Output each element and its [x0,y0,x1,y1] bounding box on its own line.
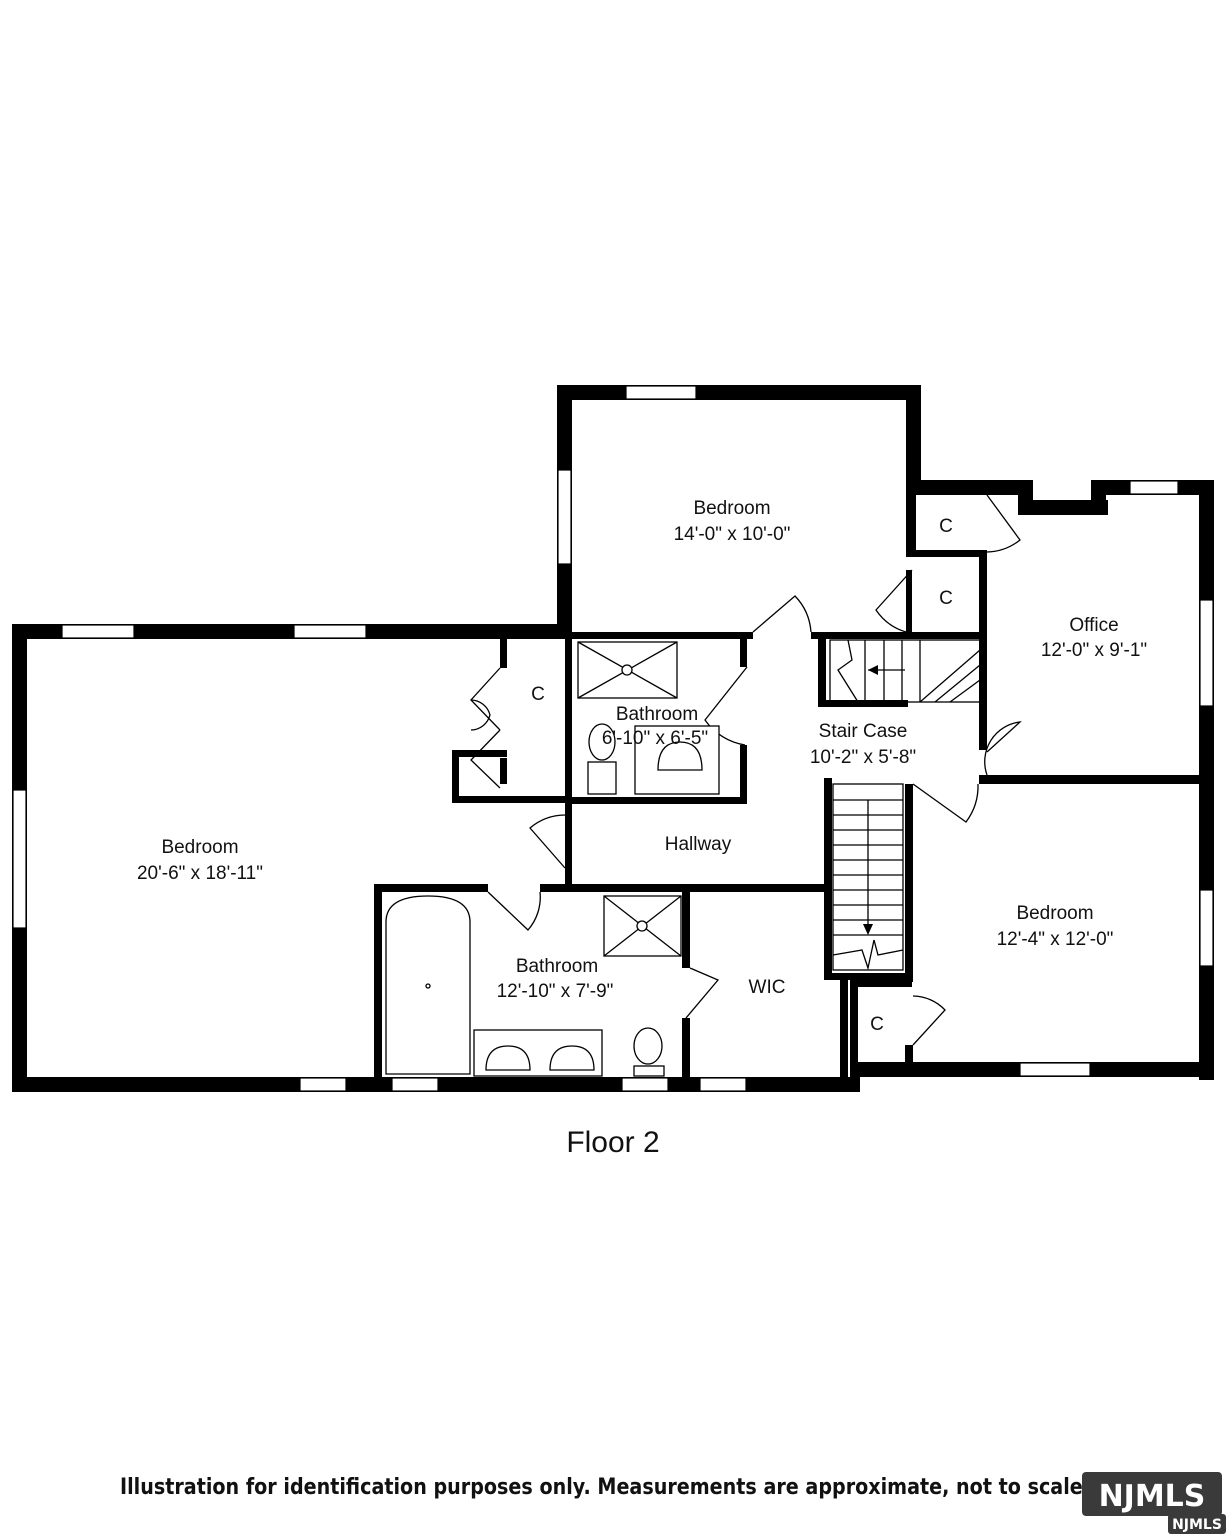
room-dimensions: 14'-0" x 10'-0" [674,524,791,545]
room-stair-case: Stair Case 10'-2" x 5'-8" [810,721,916,768]
doors [470,494,1022,1046]
room-name: Bedroom [161,837,238,858]
room-wic: WIC [749,977,786,998]
room-name: Bedroom [1016,903,1093,924]
room-bathroom-large: Bathroom 12'-10" x 7'-9" [497,956,614,1002]
room-name: Stair Case [819,721,908,742]
logo-text: NJMLS [1099,1479,1206,1514]
room-dimensions: 20'-6" x 18'-11" [137,863,263,884]
room-dimensions: 12'-0" x 9'-1" [1041,640,1147,661]
njmls-logo: NJMLS NJMLS [1082,1472,1226,1534]
windows [12,385,1214,1092]
floor-title: Floor 2 [566,1126,659,1159]
room-name: Bathroom [616,704,698,725]
closet-label: C [870,1014,884,1035]
room-bedroom-top: Bedroom 14'-0" x 10'-0" [674,498,791,545]
fixtures [385,641,720,1077]
room-name: Bathroom [516,956,598,977]
logo-subtext: NJMLS [1172,1517,1222,1533]
room-name: WIC [749,977,786,998]
room-bedroom-right: Bedroom 12'-4" x 12'-0" [997,903,1114,950]
room-name: Office [1069,615,1118,636]
room-bedroom-left: Bedroom 20'-6" x 18'-11" [137,837,263,884]
room-name: Hallway [665,834,732,855]
closet-label: C [531,684,545,705]
stairs [829,639,981,971]
room-dimensions: 12'-4" x 12'-0" [997,929,1114,950]
room-office: Office 12'-0" x 9'-1" [1041,615,1147,661]
closet-label: C [939,588,953,609]
disclaimer: Illustration for identification purposes… [120,1475,1090,1500]
room-hallway: Hallway [665,834,732,855]
room-dimensions: 10'-2" x 5'-8" [810,747,916,768]
room-bathroom-small: Bathroom 6'-10" x 6'-5" [602,704,708,749]
room-dimensions: 6'-10" x 6'-5" [602,728,708,749]
closet-label: C [939,516,953,537]
room-name: Bedroom [693,498,770,519]
room-dimensions: 12'-10" x 7'-9" [497,981,614,1002]
